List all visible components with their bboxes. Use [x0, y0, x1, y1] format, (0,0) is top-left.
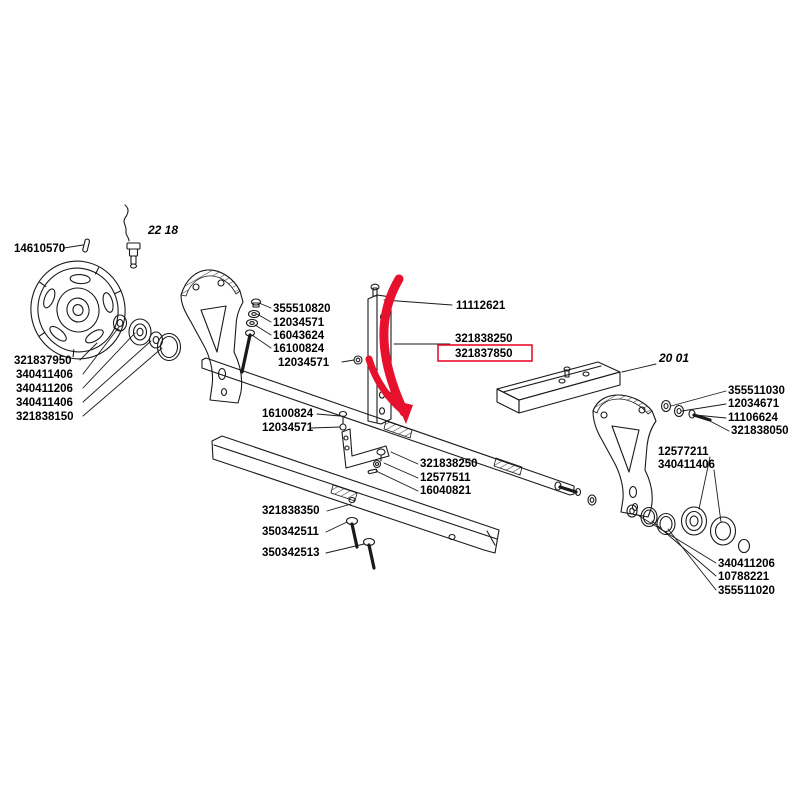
part-label: 340411406 [658, 459, 715, 471]
part-label: 11112621 [456, 300, 506, 312]
part-label: 321838150 [16, 411, 74, 423]
bolt-lower-2 [362, 537, 376, 570]
section-ref-label: 22 18 [147, 223, 178, 237]
highlight-box [437, 344, 533, 362]
part-label: 10788221 [718, 571, 770, 583]
part-label: 321838050 [731, 425, 789, 437]
washer-bearing-stack-left [112, 314, 182, 362]
section-ref-label: 20 01 [658, 351, 689, 365]
part-label: 340411206 [718, 558, 775, 570]
part-label: 355511030 [728, 385, 785, 397]
part-label: 12034571 [273, 317, 325, 329]
part-label: 321838350 [262, 505, 320, 517]
channel-beam [496, 361, 621, 414]
part-label: 12577211 [658, 446, 709, 458]
bottom-bar [211, 435, 500, 554]
part-label: 12034571 [278, 357, 330, 369]
part-label: 350342513 [262, 547, 320, 559]
part-label: 340411206 [16, 383, 73, 395]
part-label-highlighted: 321837850 [455, 348, 513, 360]
highlight-arrow [365, 274, 413, 424]
part-label: 321838250 [420, 458, 478, 470]
part-label: 321838250 [455, 333, 513, 345]
right-bracket [587, 394, 657, 518]
bolt-lower-1 [345, 516, 359, 549]
part-label: 16043624 [273, 330, 325, 342]
main-bar [201, 357, 582, 497]
lower-clamp-bracket [338, 410, 390, 475]
part-label: 355510820 [273, 303, 331, 315]
part-label: 340411406 [16, 397, 73, 409]
fastener-group-right-top [660, 399, 712, 422]
part-label: 14610570 [14, 243, 65, 255]
part-label: 355511020 [718, 585, 775, 597]
pin-part [82, 238, 91, 253]
leader-lines [63, 244, 730, 591]
bearing-stack-right [626, 504, 751, 554]
part-label: 16100824 [273, 343, 325, 355]
cable-assembly [123, 204, 141, 269]
part-label: 12034571 [262, 422, 314, 434]
part-label: 340411406 [16, 369, 73, 381]
part-label: 12577511 [420, 472, 471, 484]
clutch-pulley [30, 260, 126, 360]
fastener-stack-left [240, 298, 363, 374]
labels: 14610570 22 18 355510820 12034571 160436… [14, 223, 789, 597]
part-label: 12034671 [728, 398, 780, 410]
part-label: 11106624 [728, 412, 779, 424]
part-label: 16040821 [420, 485, 472, 497]
left-bracket [180, 269, 244, 404]
part-label: 350342511 [262, 526, 320, 538]
part-label: 321837950 [14, 355, 72, 367]
part-label: 16100824 [262, 408, 314, 420]
